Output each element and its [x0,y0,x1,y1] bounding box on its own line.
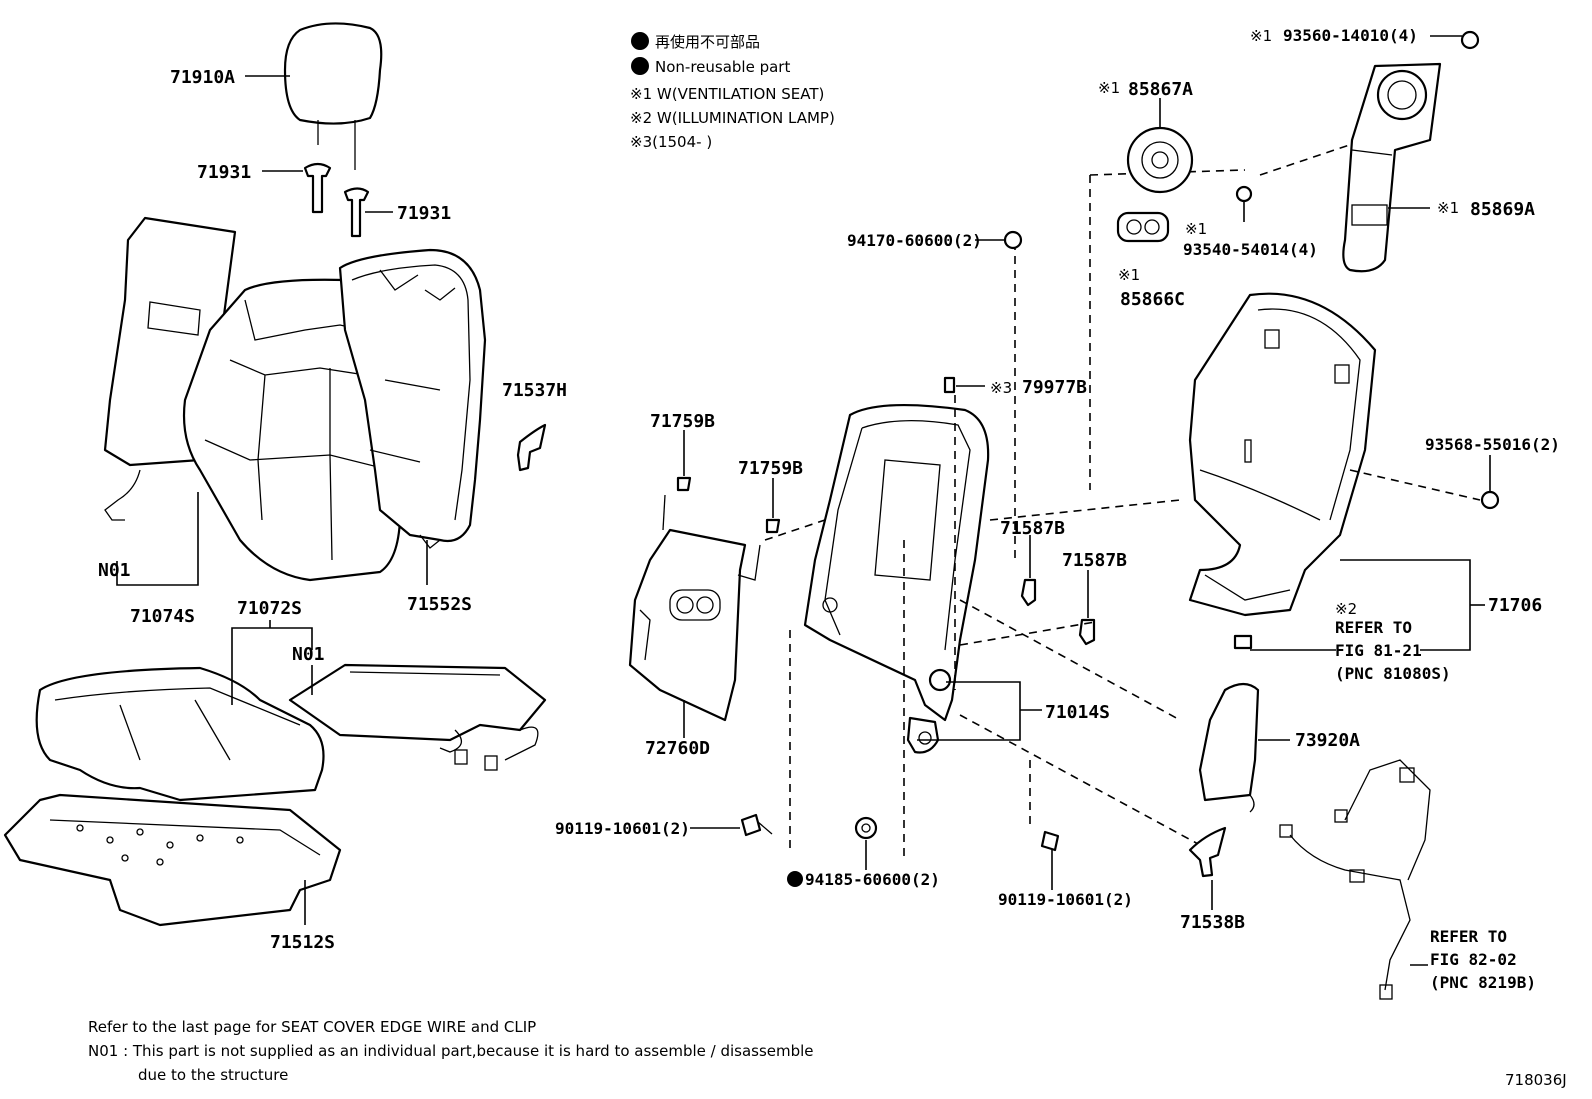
mark-85869A: ※1 [1437,199,1459,217]
label-71512S: 71512S [270,932,335,953]
refer-to-fig-82-02: REFER TO FIG 82-02 (PNC 8219B) [1430,927,1536,992]
label-71552S: 71552S [407,594,472,615]
label-79977B: 79977B [1022,377,1087,398]
legend-line-4: ※2 W(ILLUMINATION LAMP) [630,109,835,127]
clip-93568 [1480,490,1500,510]
lumbar-support-drawing [628,494,761,722]
footer-notes: Refer to the last page for SEAT COVER ED… [88,1018,1567,1089]
mark-85867A: ※1 [1098,79,1120,97]
nut-94185 [854,816,878,840]
note-line-1: Refer to the last page for SEAT COVER ED… [88,1018,536,1036]
label-71931-a: 71931 [197,162,251,183]
71538B-shape [1188,826,1227,878]
nut-94170 [1003,230,1023,250]
refer-to-fig-81-21: ※2 REFER TO FIG 81-21 (PNC 81080S) [1335,600,1451,683]
label-85867A: 85867A [1128,79,1193,100]
mark-93540: ※1 [1185,220,1207,238]
seatback-cover-drawing [182,278,402,582]
non-reusable-dot-icon [631,32,649,50]
ref1-mark: ※2 [1335,600,1357,618]
label-71072S: 71072S [237,598,302,619]
label-85869A: 85869A [1470,199,1535,220]
label-71538B: 71538B [1180,912,1245,933]
label-90119-b: 90119-10601(2) [998,890,1133,909]
bolt-90119-b [1040,830,1060,852]
seatback-trim-drawing [338,248,487,549]
clip-71759B-b [765,518,781,534]
ref2-line-2: FIG 82-02 [1430,950,1517,969]
non-reusable-dot-icon [787,871,803,887]
label-N01-a: N01 [98,560,131,581]
legend-line-1: 再使用不可部品 [655,33,760,51]
seat-cushion-cover-drawing [35,666,325,802]
ref1-line-3: (PNC 81080S) [1335,664,1451,683]
ventilation-duct-drawing [1342,62,1442,273]
label-73920A: 73920A [1295,730,1360,751]
ref2-line-1: REFER TO [1430,927,1507,946]
label-71706: 71706 [1488,595,1542,616]
legend-line-5: ※3(1504- ) [630,133,712,151]
mark-93560: ※1 [1250,27,1272,45]
fan-gasket-drawing [1116,211,1170,243]
screw-93560 [1460,30,1480,50]
label-93560: 93560-14010(4) [1283,26,1418,45]
legend-line-3: ※1 W(VENTILATION SEAT) [630,85,824,103]
label-71910A: 71910A [170,67,235,88]
headrest-drawing [283,22,383,238]
figure-id: 718036J [1505,1071,1567,1089]
non-reusable-dot-icon [631,57,649,75]
label-71931-b: 71931 [397,203,451,224]
screw-93540 [1235,185,1253,203]
ventilation-fan-drawing [1126,126,1194,194]
label-71759B-b: 71759B [738,458,803,479]
mark-79977B: ※3 [990,379,1012,397]
ref1-line-2: FIG 81-21 [1335,641,1422,660]
mark-85866C: ※1 [1118,266,1140,284]
ref2-line-3: (PNC 8219B) [1430,973,1536,992]
label-71537H: 71537H [502,380,567,401]
clip-71759B-a [676,476,692,492]
seat-cushion-heater-drawing [288,663,547,771]
label-N01-b: N01 [292,644,325,665]
label-72760D: 72760D [645,738,710,759]
wire-harness-drawing [1279,759,1431,1000]
label-71587B-a: 71587B [1000,518,1065,539]
side-airbag-drawing [1198,682,1260,813]
label-85866C: 85866C [1120,289,1185,310]
label-93540: 93540-54014(4) [1183,240,1318,259]
label-94185: 94185-60600(2) [805,870,940,889]
bracket-71587B-b [1078,618,1096,646]
note-line-2: N01 : This part is not supplied as an in… [88,1042,814,1060]
legend-line-2: Non-reusable part [655,58,790,76]
legend: 再使用不可部品 Non-reusable part ※1 W(VENTILATI… [630,32,835,151]
label-93568: 93568-55016(2) [1425,435,1560,454]
bracket-71587B-a [1020,578,1037,607]
label-71587B-b: 71587B [1062,550,1127,571]
label-71759B-a: 71759B [650,411,715,432]
seatback-frame-drawing [803,376,990,754]
label-71074S: 71074S [130,606,195,627]
seat-cushion-pad-drawing [3,793,342,927]
part-labels: 71910A 71931 71931 71537H 71552S N01 710… [98,26,1560,953]
back-board-drawing [1188,292,1377,650]
note-line-3: due to the structure [138,1066,288,1084]
label-71014S: 71014S [1045,702,1110,723]
71537H-shape [516,423,547,472]
bolt-90119-a [740,813,773,837]
ref1-line-1: REFER TO [1335,618,1412,637]
label-90119-a: 90119-10601(2) [555,819,690,838]
label-94170: 94170-60600(2) [847,231,982,250]
